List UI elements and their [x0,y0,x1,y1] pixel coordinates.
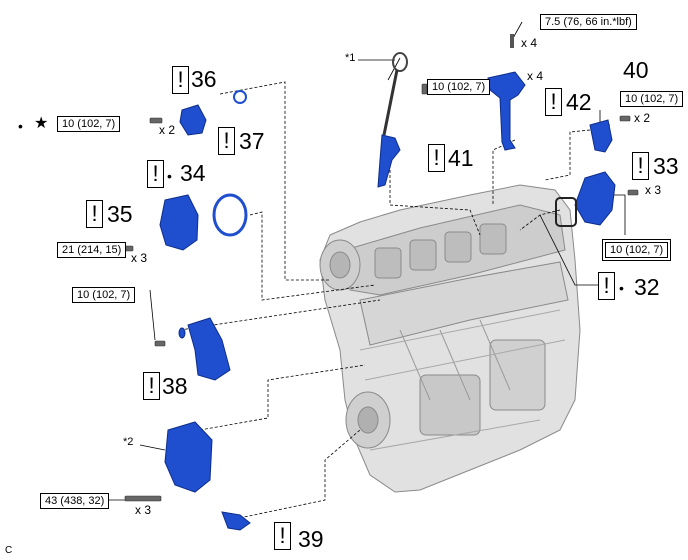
quantity-label: x 2 [634,111,651,125]
quantity-label: x 4 [527,69,544,83]
part-38-bracket [187,317,231,381]
torque-label: 10 (102, 7) [601,239,672,261]
callout-star2: *2 [123,436,134,448]
torque-label: 10 (102, 7) [72,287,136,303]
torque-label: 7.5 (76, 66 in.*lbf) [540,14,637,30]
part-number-32: 32 [634,274,660,300]
warning-icon: ! [143,372,160,400]
star-mark: ★ [34,115,49,132]
quantity-label: x 3 [135,503,152,517]
callout-star1: *1 [345,52,356,64]
part-number-42: 42 [566,89,592,115]
warning-icon: ! [274,522,291,550]
part-number-39: 39 [298,526,324,552]
part-35-cover [159,194,199,251]
part-number-37: 37 [239,128,265,154]
bullet-mark: • [619,280,624,296]
quantity-label: x 4 [521,36,538,50]
part-number-34: 34 [180,160,206,186]
quantity-label: x 3 [131,251,148,265]
warning-icon: ! [632,152,649,180]
part-number-33: 33 [653,153,679,179]
torque-label: 10 (102, 7) [620,91,684,107]
part-number-35: 35 [107,201,133,227]
part-39-sensor [221,511,251,531]
parts [159,34,616,531]
warning-icon: ! [428,144,445,172]
part-number-40: 40 [623,57,649,83]
part-41-dipstick-guide [377,134,401,188]
part-number-41: 41 [448,145,474,171]
warning-icon: ! [598,272,615,300]
bullet-mark: • [167,168,172,184]
part-32-gasket [555,197,577,227]
part-star2-housing [164,421,213,493]
part-40-bracket [589,119,613,153]
part-42-ignition-coil [487,34,526,151]
part-33-vacuum-pump [574,171,616,226]
part-34-o-ring [212,193,248,237]
torque-label: 10 (102, 7) [57,116,121,132]
warning-icon: ! [172,66,189,94]
torque-label: 43 (438, 32) [40,493,110,509]
warning-icon: ! [218,127,235,155]
oil-dipstick [382,52,408,136]
warning-icon: ! [147,160,164,188]
quantity-label: x 3 [645,183,662,197]
part-number-36: 36 [191,66,217,92]
bullet-mark: • [18,118,23,134]
torque-label: 21 (214, 15) [57,242,127,258]
quantity-label: x 2 [159,123,176,137]
warning-icon: ! [86,200,103,228]
corner-label: C [5,545,13,556]
part-37-sensor [179,104,207,136]
torque-label: 10 (102, 7) [427,79,491,95]
engine-block [319,184,581,493]
part-number-38: 38 [162,373,188,399]
warning-icon: ! [545,88,562,116]
leader-lines [179,81,591,521]
part-36-o-ring [233,90,247,104]
